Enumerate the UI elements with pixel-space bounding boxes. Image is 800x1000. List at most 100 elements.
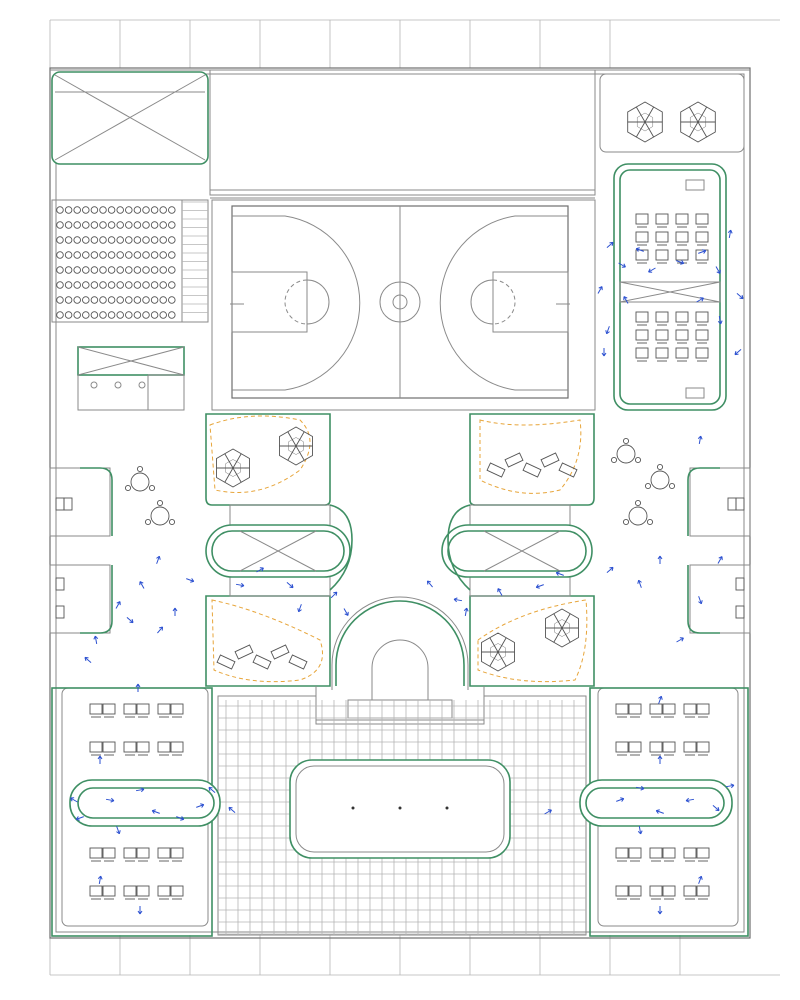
hexagon-divider bbox=[497, 637, 507, 653]
arrow-shaft bbox=[676, 637, 684, 643]
blue-arrow-icon bbox=[736, 293, 744, 300]
blue-arrow-icon bbox=[116, 826, 121, 835]
seat-icon bbox=[150, 266, 159, 274]
blue-arrow-icon bbox=[648, 267, 656, 273]
desk-icon bbox=[102, 703, 116, 715]
hexagon-divider bbox=[644, 106, 655, 123]
seat-icon bbox=[159, 206, 167, 214]
desk-icon bbox=[102, 885, 116, 897]
blue-arrow-icon bbox=[698, 596, 703, 605]
seat-icon bbox=[125, 221, 133, 229]
seat-icon bbox=[116, 296, 124, 304]
blue-arrow-icon bbox=[93, 635, 99, 645]
arrow-shaft bbox=[126, 617, 134, 623]
desk-icon bbox=[157, 703, 171, 715]
arrow-shaft bbox=[606, 242, 614, 248]
desk-icon bbox=[655, 347, 669, 359]
desk-icon bbox=[662, 885, 676, 897]
desk-icon bbox=[89, 885, 103, 897]
hexagon-divider bbox=[553, 613, 563, 629]
blue-arrow-icon bbox=[97, 875, 103, 885]
seat-icon bbox=[116, 266, 124, 274]
hexagon-table-icon bbox=[680, 101, 716, 143]
seat-icon bbox=[125, 236, 133, 244]
seat-icon bbox=[142, 206, 150, 214]
hexagon-divider bbox=[635, 106, 646, 123]
arrow-head bbox=[605, 330, 610, 335]
arrow-shaft bbox=[715, 266, 721, 274]
desk-icon bbox=[675, 231, 689, 243]
arrow-shaft bbox=[717, 556, 723, 564]
hexagon-divider bbox=[232, 467, 242, 483]
seat-icon bbox=[133, 221, 142, 229]
seat-icon bbox=[64, 281, 73, 289]
blue-arrow-icon bbox=[105, 797, 115, 803]
arrow-head bbox=[697, 435, 703, 440]
arrow-head bbox=[140, 787, 145, 793]
desk-icon bbox=[123, 703, 137, 715]
zigzag-table-icon bbox=[540, 452, 560, 468]
blue-arrow-icon bbox=[637, 825, 643, 835]
blue-arrow-icon bbox=[635, 785, 645, 791]
desk-icon bbox=[157, 885, 171, 897]
hexagon-table-icon bbox=[627, 101, 663, 143]
seat-icon bbox=[82, 236, 90, 244]
zigzag-table-icon bbox=[252, 654, 272, 670]
blue-arrow-icon bbox=[84, 656, 92, 663]
seat-icon bbox=[99, 266, 107, 274]
hexagon-divider bbox=[224, 453, 234, 469]
arrow-shaft bbox=[330, 591, 338, 599]
desk-icon bbox=[695, 249, 709, 261]
arrow-shaft bbox=[115, 601, 121, 609]
tiled-courtyard bbox=[217, 695, 587, 936]
blue-arrow-icon bbox=[597, 286, 603, 294]
seat-icon bbox=[133, 311, 142, 319]
arrow-head bbox=[623, 296, 628, 301]
blue-arrow-icon bbox=[75, 816, 84, 821]
arrow-head bbox=[699, 297, 704, 302]
arrow-head bbox=[129, 618, 134, 624]
desk-icon bbox=[696, 703, 710, 715]
arrow-shaft bbox=[76, 816, 84, 820]
center-ramps bbox=[205, 504, 593, 597]
blue-arrow-icon bbox=[658, 695, 663, 704]
arrow-shaft bbox=[186, 578, 194, 582]
sw-classroom bbox=[51, 687, 221, 937]
desk-icon bbox=[649, 847, 663, 859]
blue-arrow-icon bbox=[727, 229, 733, 239]
seat-icon bbox=[56, 221, 64, 229]
desk-icon bbox=[628, 703, 642, 715]
arrow-head bbox=[151, 809, 156, 814]
hexagon-divider bbox=[697, 121, 708, 138]
seat-icon bbox=[116, 251, 124, 259]
seat-icon bbox=[56, 251, 64, 259]
arrow-head bbox=[289, 583, 294, 589]
chair-icon bbox=[168, 518, 176, 526]
blue-arrow-icon bbox=[186, 578, 195, 583]
blue-arrow-icon bbox=[135, 787, 145, 793]
arrow-head bbox=[657, 910, 663, 915]
desk-icon bbox=[170, 741, 184, 753]
blue-arrow-icon bbox=[156, 555, 161, 564]
seat-icon bbox=[168, 311, 176, 319]
seat-icon bbox=[90, 221, 99, 229]
hexagon-divider bbox=[561, 627, 571, 643]
desk-icon bbox=[655, 249, 669, 261]
arrow-head bbox=[116, 601, 121, 606]
arrow-head bbox=[620, 797, 625, 802]
seat-icon bbox=[82, 281, 90, 289]
blue-arrow-icon bbox=[535, 584, 544, 589]
arrow-head bbox=[621, 263, 626, 268]
arrow-head bbox=[648, 268, 653, 273]
seat-icon bbox=[56, 311, 64, 319]
arrow-head bbox=[555, 571, 560, 576]
arrow-head bbox=[698, 600, 703, 605]
blue-arrow-icon bbox=[725, 783, 735, 789]
arrow-head bbox=[734, 350, 739, 356]
hexagon-center-icon bbox=[690, 112, 706, 132]
seat-icon bbox=[99, 221, 107, 229]
arrow-head bbox=[180, 816, 185, 821]
arrow-shaft bbox=[696, 297, 704, 303]
east-classroom bbox=[613, 163, 727, 411]
seat-icon bbox=[90, 311, 99, 319]
